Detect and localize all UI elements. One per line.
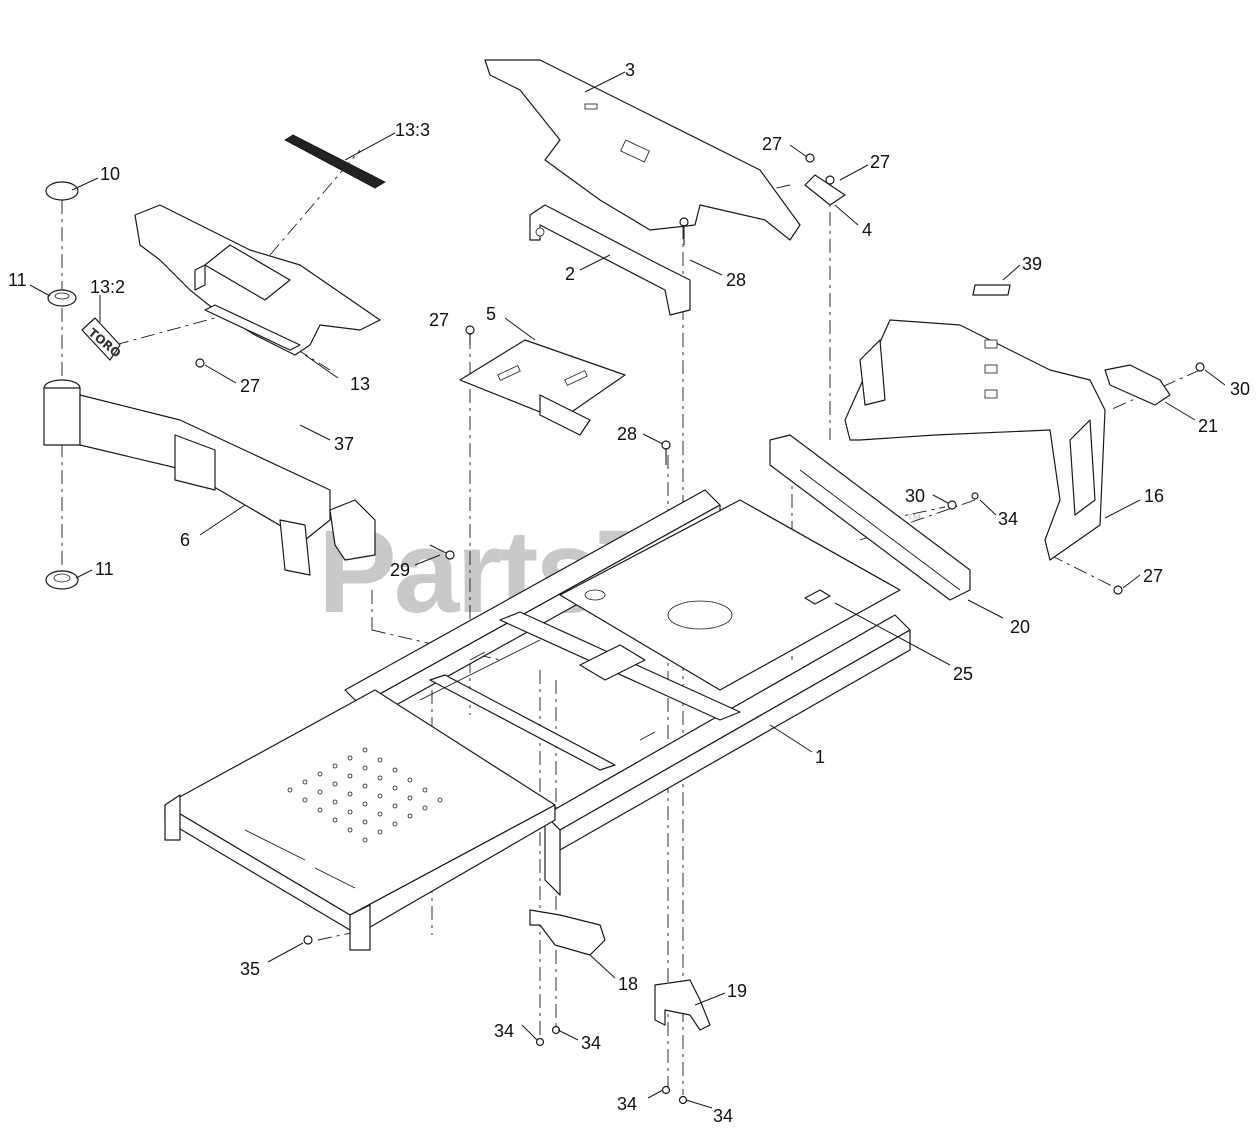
part-37-decal <box>204 304 301 351</box>
callout-35: 35 <box>240 959 260 979</box>
part-19-bracket <box>654 979 711 1031</box>
callout-10: 10 <box>100 164 120 184</box>
callout-1: 1 <box>815 747 825 767</box>
leader-lines <box>29 71 1226 1109</box>
foot-plate-holes <box>287 747 443 843</box>
callout-28: 28 <box>726 270 746 290</box>
callout-34: 34 <box>617 1094 637 1114</box>
callout-13: 13 <box>350 374 370 394</box>
callout-34: 34 <box>494 1021 514 1041</box>
callout-30: 30 <box>905 486 925 506</box>
callout-25: 25 <box>953 664 973 684</box>
callout-2: 2 <box>565 264 575 284</box>
part-10-cap <box>45 181 79 201</box>
callout-21: 21 <box>1198 416 1218 436</box>
callout-28: 28 <box>617 424 637 444</box>
callout-labels: 3 13:3 10 27 27 4 11 13:2 2 28 39 27 5 1… <box>8 60 1250 1126</box>
callout-19: 19 <box>727 981 747 1001</box>
part-29-bolt <box>429 544 455 560</box>
callout-34: 34 <box>713 1106 733 1126</box>
callout-13-2: 13:2 <box>90 277 125 297</box>
callout-34: 34 <box>581 1033 601 1053</box>
part-6-steering-arm <box>43 379 376 576</box>
part-5-mount-plate <box>459 339 626 436</box>
callout-20: 20 <box>1010 617 1030 637</box>
part-3-cover-plate <box>484 59 801 241</box>
callout-11: 11 <box>95 559 114 579</box>
callout-27: 27 <box>870 152 890 172</box>
callout-27: 27 <box>429 310 449 330</box>
part-25-decal <box>804 589 831 605</box>
callout-16: 16 <box>1144 486 1164 506</box>
callout-4: 4 <box>862 220 872 240</box>
callout-11: 11 <box>8 270 27 290</box>
callout-5: 5 <box>486 304 496 324</box>
callout-39: 39 <box>1022 254 1042 274</box>
callout-34: 34 <box>998 509 1018 529</box>
callout-29: 29 <box>390 560 410 580</box>
callout-6: 6 <box>180 530 190 550</box>
part-11-bearing-upper <box>47 289 77 307</box>
callout-18: 18 <box>618 974 638 994</box>
callout-30: 30 <box>1230 379 1250 399</box>
part-13-3-decal-strip <box>284 134 386 189</box>
callout-3: 3 <box>625 60 635 80</box>
part-16-rear-frame <box>844 319 1106 561</box>
part-39-decal <box>972 284 1011 296</box>
callout-27: 27 <box>762 134 782 154</box>
callout-27: 27 <box>1143 566 1163 586</box>
part-18-bracket <box>529 909 606 956</box>
part-21-bracket <box>1104 364 1171 406</box>
callout-27: 27 <box>240 376 260 396</box>
part-20-cross-bracket <box>769 434 971 601</box>
part-13-shroud <box>134 204 381 356</box>
part-11-bearing-lower <box>45 570 79 590</box>
callout-13-3: 13:3 <box>395 120 430 140</box>
main-frame <box>164 489 911 951</box>
part-13-2-logo-decal: TORO <box>81 317 124 361</box>
fasteners <box>195 153 1205 1105</box>
part-2-support-bracket <box>529 204 691 316</box>
callout-37: 37 <box>334 434 354 454</box>
